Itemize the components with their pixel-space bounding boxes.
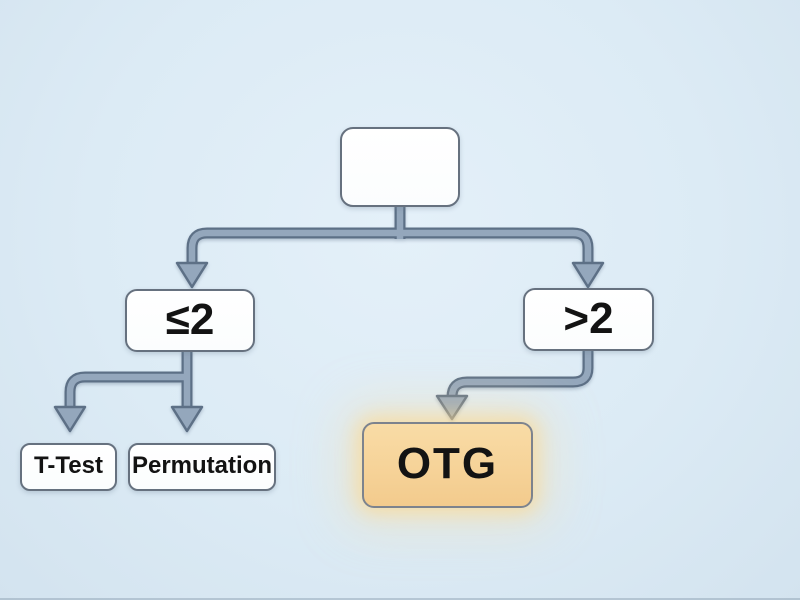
connector-le2-branch-fill (66, 373, 187, 410)
node-otg-label: OTG (396, 439, 499, 488)
arrow-down-icon-right-condition (571, 261, 605, 289)
node-t-test-label: T-Test (34, 452, 103, 479)
connector-le2-branch (64, 371, 187, 410)
connector-root-tee-fill (188, 229, 592, 266)
bottom-edge-divider (0, 598, 800, 600)
node-permutation: Permutation (128, 443, 276, 491)
node-condition-le2: ≤2 (125, 289, 255, 352)
node-otg-highlighted: OTG (362, 422, 533, 508)
arrow-down-icon-ttest (53, 405, 87, 433)
node-condition-gt2-label: >2 (563, 293, 614, 343)
connector-root-tee (186, 227, 594, 266)
arrow-down-icon-permutation (170, 405, 204, 433)
node-condition-le2-label: ≤2 (165, 294, 215, 344)
connector-gt2-elbow (446, 350, 594, 403)
node-permutation-label: Permutation (131, 452, 272, 479)
connector-gt2-elbow-fill (448, 350, 592, 401)
node-t-test: T-Test (20, 443, 117, 491)
arrow-down-icon-left-condition (175, 261, 209, 289)
node-root (340, 127, 460, 207)
node-condition-gt2: >2 (523, 288, 654, 351)
arrow-down-icon-otg (435, 394, 469, 421)
